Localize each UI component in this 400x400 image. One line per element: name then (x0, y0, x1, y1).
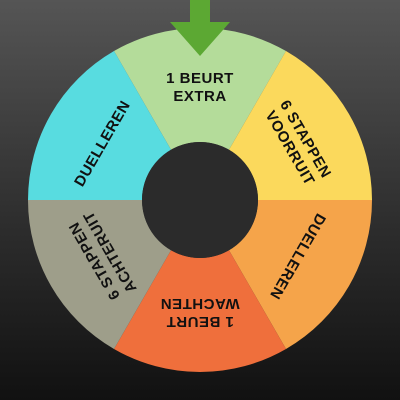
wheel-segment-1 (114, 27, 286, 150)
wheel-hub (142, 142, 258, 258)
segment-label-line: EXTRA (173, 88, 226, 105)
segment-label-line: WACHTEN (160, 295, 239, 312)
wheel-segment-2 (229, 51, 372, 201)
wheel-segment-6 (28, 51, 171, 201)
segment-label-line: 1 BEURT (166, 313, 234, 330)
wheel-segment-4 (114, 250, 286, 372)
wheel-segment-3 (229, 200, 372, 349)
wheel-segment-5 (28, 200, 171, 349)
segment-label-line: 1 BEURT (166, 70, 234, 87)
wheel-segments (28, 27, 372, 372)
arrow-down-icon (170, 0, 230, 56)
